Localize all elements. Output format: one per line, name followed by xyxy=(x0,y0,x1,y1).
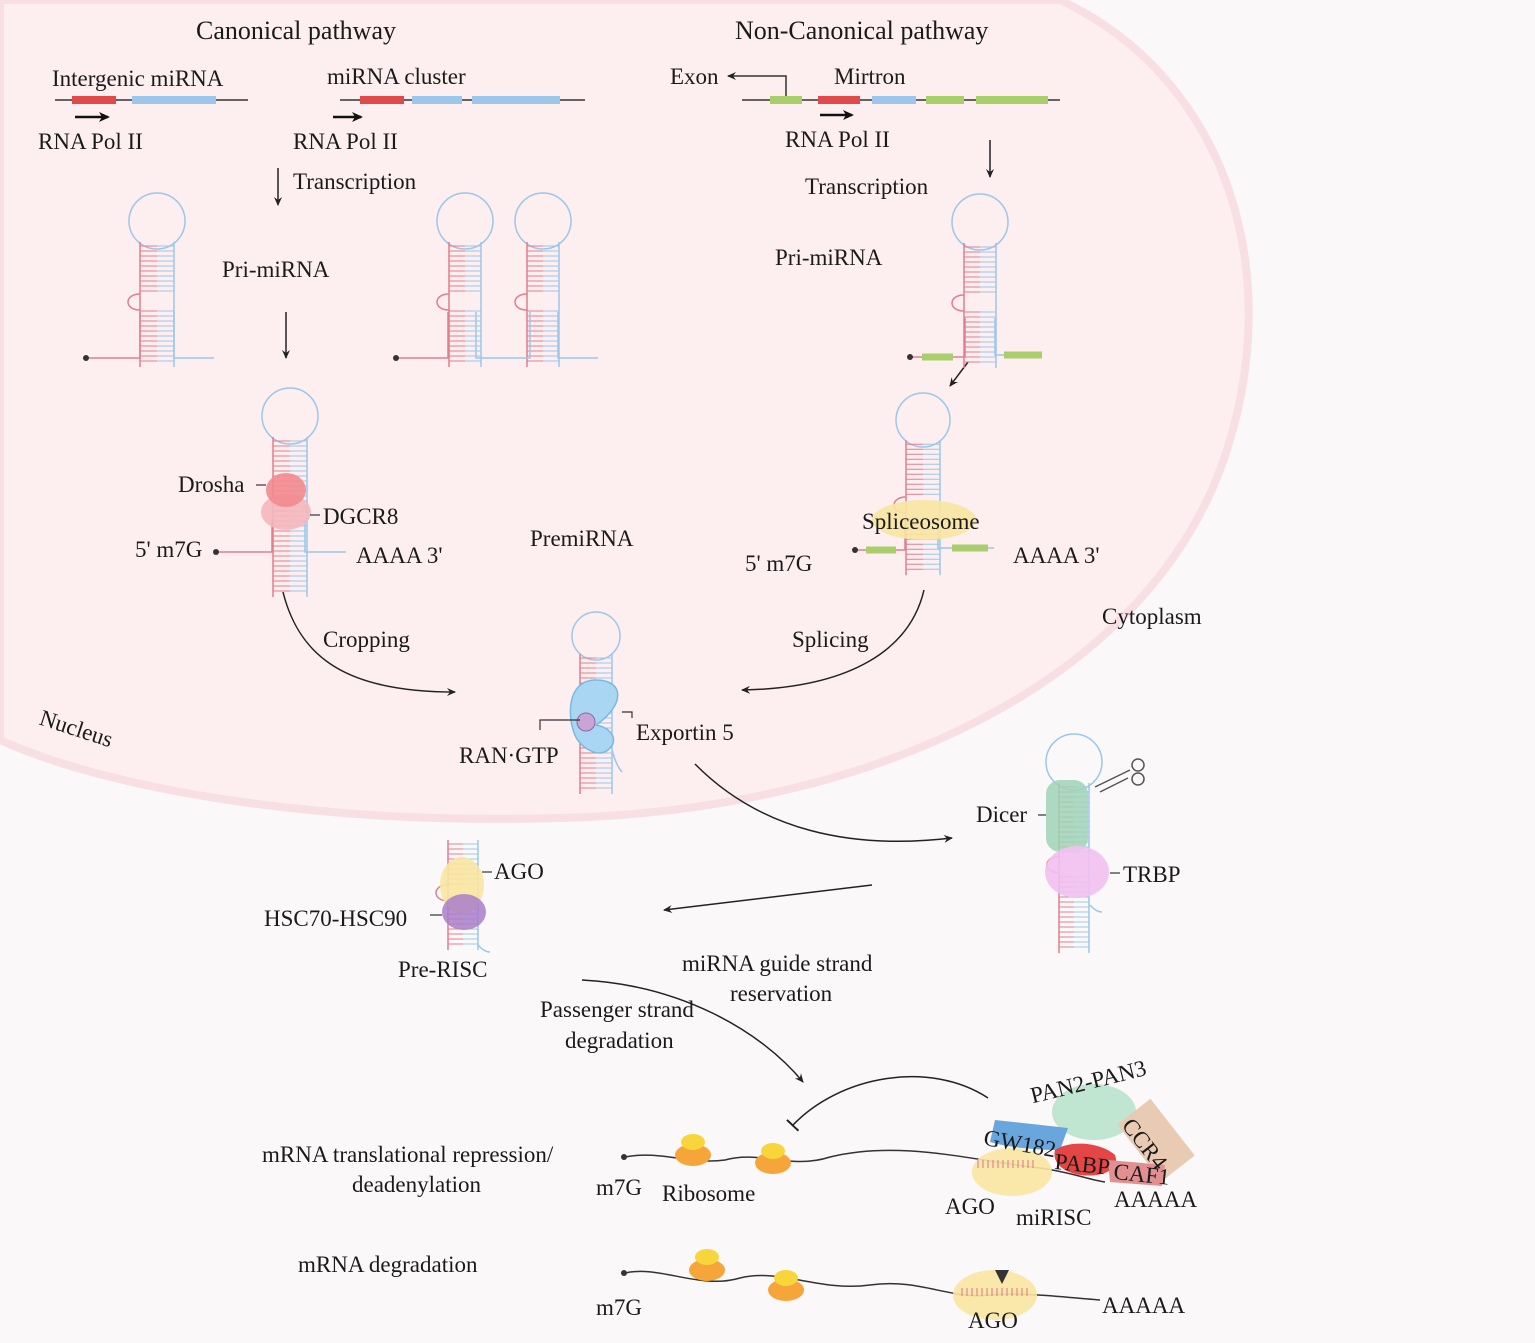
primirna-label: Pri-miRNA xyxy=(222,257,330,282)
primirna-label: Pri-miRNA xyxy=(775,245,883,270)
intergenic-gene xyxy=(55,96,248,122)
mirtron-label: Mirtron xyxy=(834,64,906,89)
five-prime-cap-label: 5' m7G xyxy=(135,537,203,562)
spliceosome-label: Spliceosome xyxy=(862,509,980,534)
repression-label-2: deadenylation xyxy=(352,1172,482,1197)
canonical-pathway-title: Canonical pathway xyxy=(196,16,396,45)
m7g-label: m7G xyxy=(596,1175,642,1200)
pre-risc-complex xyxy=(430,857,492,953)
risc-arrow xyxy=(581,979,804,1083)
ago-label: AGO xyxy=(968,1308,1018,1333)
hsc-label: HSC70-HSC90 xyxy=(264,906,408,931)
inhibition-arrow xyxy=(786,1075,989,1132)
duplex-ticks xyxy=(961,1160,1034,1296)
drosha-label: Drosha xyxy=(178,472,245,497)
ago-label: AGO xyxy=(945,1194,995,1219)
poly-a-tail-label: AAAAA xyxy=(1102,1293,1186,1318)
m7g-label: m7G xyxy=(596,1295,642,1320)
caf1-label: CAF1 xyxy=(1112,1159,1172,1190)
ago-label: AGO xyxy=(494,859,544,884)
ribosome-label: Ribosome xyxy=(662,1181,756,1206)
drosha-complex xyxy=(213,473,346,555)
poly-a-label: AAAA 3' xyxy=(1013,543,1100,568)
ribosomes xyxy=(675,1134,804,1301)
exportin-label: Exportin 5 xyxy=(636,720,734,745)
cytoplasm-label: Cytoplasm xyxy=(1102,604,1202,629)
cropping-label: Cropping xyxy=(323,627,410,652)
mirisc-complex xyxy=(953,1084,1195,1320)
pabp-label: PABP xyxy=(1053,1149,1112,1180)
rna-pol-label: RNA Pol II xyxy=(38,129,143,154)
rna-pol-label: RNA Pol II xyxy=(785,127,890,152)
dgcr8-label: DGCR8 xyxy=(323,504,399,529)
rna-pol-label: RNA Pol II xyxy=(293,129,398,154)
mirtron-gene xyxy=(727,72,1060,120)
dicer-label: Dicer xyxy=(976,802,1028,827)
passenger-strand-label-1: Passenger strand xyxy=(540,997,694,1022)
exportin-complex xyxy=(539,679,633,773)
export-arrow xyxy=(694,763,953,843)
repression-label-1: mRNA translational repression/ xyxy=(262,1142,554,1167)
mirisc-label: miRISC xyxy=(1016,1205,1092,1230)
transcription-label: Transcription xyxy=(805,174,929,199)
dicer-complex xyxy=(1038,758,1145,913)
hairpin-stem-loop xyxy=(951,193,1009,368)
cluster-label: miRNA cluster xyxy=(327,64,466,89)
splicing-arrow xyxy=(741,589,925,694)
poly-a-label: AAAA 3' xyxy=(356,543,443,568)
spliceosome-complex xyxy=(852,500,994,554)
nucleus-membrane xyxy=(0,0,1253,823)
transcription-label: Transcription xyxy=(293,169,417,194)
non-canonical-pathway-title: Non-Canonical pathway xyxy=(735,16,989,45)
hairpin-stem-loop xyxy=(514,192,572,367)
cropping-arrow xyxy=(282,591,456,696)
passenger-strand-label-2: degradation xyxy=(565,1028,674,1053)
guide-strand-label-2: reservation xyxy=(730,981,833,1006)
ran-gtp-label: RAN·GTP xyxy=(459,743,559,768)
exon-label: Exon xyxy=(670,64,719,89)
premirna-label: PremiRNA xyxy=(530,526,634,551)
hairpin-stem-loop xyxy=(436,192,494,367)
splicing-label: Splicing xyxy=(792,627,869,652)
guide-strand-label-1: miRNA guide strand xyxy=(682,951,873,976)
degradation-label: mRNA degradation xyxy=(298,1252,478,1277)
cluster-gene xyxy=(333,96,585,122)
dicer-to-risc-arrow xyxy=(663,884,873,914)
five-prime-cap-label: 5' m7G xyxy=(745,551,813,576)
primirna-tails xyxy=(83,312,1042,361)
pre-risc-label: Pre-RISC xyxy=(398,957,488,982)
poly-a-tail-label: AAAAA xyxy=(1114,1187,1198,1212)
trbp-label: TRBP xyxy=(1123,862,1181,887)
scissors-icon xyxy=(1094,758,1145,793)
intergenic-label: Intergenic miRNA xyxy=(52,66,224,91)
